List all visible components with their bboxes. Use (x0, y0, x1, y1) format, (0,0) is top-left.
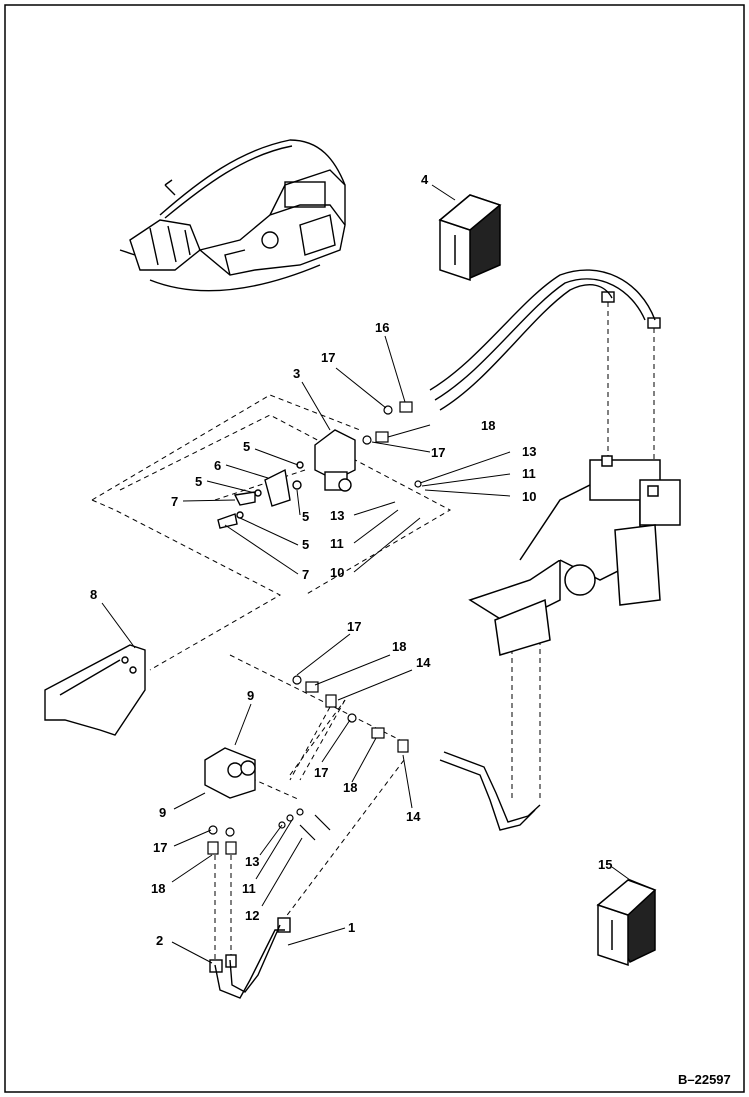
lower-hoses (209, 751, 541, 999)
part-4-pack (438, 194, 502, 282)
overview-machine-illustration (119, 139, 346, 292)
callout-leaders (101, 184, 631, 964)
upper-hoses (429, 269, 661, 411)
callout-11: 11 (242, 881, 256, 896)
callout-13: 13 (522, 444, 536, 459)
callout-1: 1 (348, 920, 355, 935)
callout-10: 10 (330, 565, 344, 580)
valve-3 (217, 429, 356, 529)
callout-12: 12 (245, 908, 259, 923)
valve-9 (204, 747, 256, 799)
callout-9: 9 (247, 688, 254, 703)
callout-14: 14 (416, 655, 431, 670)
document-id: B–22597 (678, 1072, 731, 1087)
callout-17: 17 (153, 840, 167, 855)
pedal-assembly (468, 455, 681, 656)
callout-18: 18 (343, 780, 357, 795)
callout-5: 5 (302, 537, 309, 552)
callout-7: 7 (171, 494, 178, 509)
callout-11: 11 (522, 466, 536, 481)
bracket-8 (44, 644, 146, 736)
callout-17: 17 (347, 619, 361, 634)
callout-7: 7 (302, 567, 309, 582)
fittings (207, 401, 422, 855)
callout-17: 17 (321, 350, 335, 365)
callout-10: 10 (522, 489, 536, 504)
callout-17: 17 (314, 765, 328, 780)
callout-18: 18 (481, 418, 495, 433)
callout-13: 13 (330, 508, 344, 523)
callout-16: 16 (375, 320, 389, 335)
callout-5: 5 (302, 509, 309, 524)
callout-18: 18 (392, 639, 406, 654)
callout-18: 18 (151, 881, 165, 896)
callout-15: 15 (598, 857, 612, 872)
lower-leaders (214, 706, 405, 960)
callout-13: 13 (245, 854, 259, 869)
callout-4: 4 (421, 172, 429, 187)
callout-5: 5 (195, 474, 202, 489)
callout-9: 9 (159, 805, 166, 820)
callout-11: 11 (330, 536, 344, 551)
callout-6: 6 (214, 458, 221, 473)
callout-3: 3 (293, 366, 300, 381)
callout-14: 14 (406, 809, 421, 824)
page-border (4, 4, 745, 1093)
callout-8: 8 (90, 587, 97, 602)
callout-2: 2 (156, 933, 163, 948)
part-15-pack (596, 879, 657, 967)
callout-labels: 4 3 17 16 18 17 13 11 10 5 6 5 7 5 13 5 … (90, 172, 731, 1087)
callout-5: 5 (243, 439, 250, 454)
callout-17: 17 (431, 445, 445, 460)
